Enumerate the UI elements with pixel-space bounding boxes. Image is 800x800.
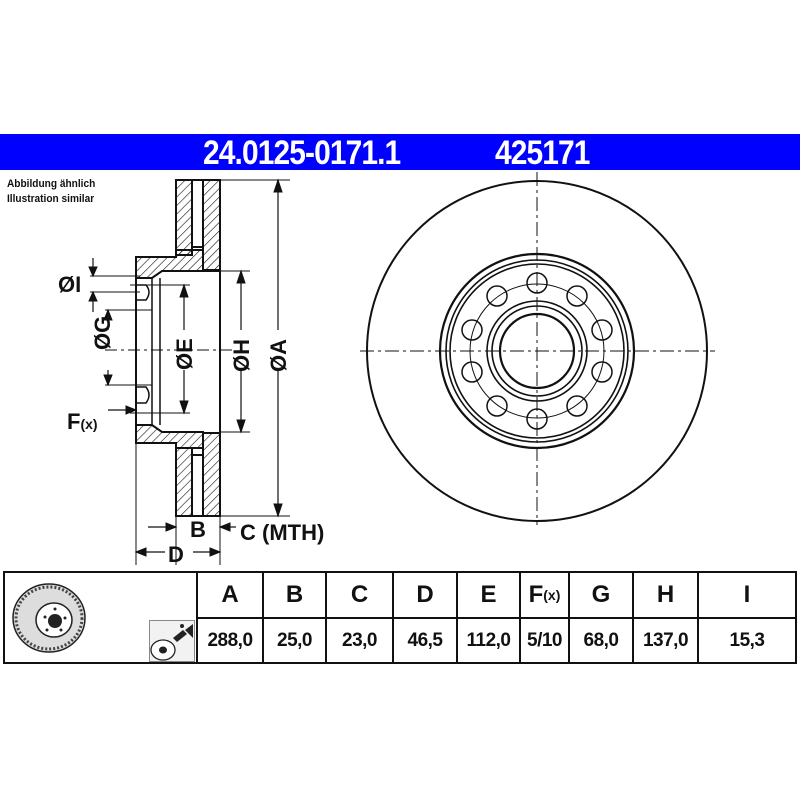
divider (196, 617, 795, 619)
header-E: E (480, 581, 497, 608)
title-banner: 24.0125-0171.1 425171 (0, 134, 800, 172)
bolt-hole-pattern (461, 272, 613, 430)
illustration-note-de: Abbildung ähnlich (7, 178, 96, 190)
icon-cell (5, 573, 196, 662)
header-A: A (221, 581, 239, 608)
value-A: 288,0 (207, 629, 253, 651)
header-B: B (285, 581, 304, 608)
header-D: D (416, 581, 434, 608)
header-F-sub: (x) (543, 587, 561, 603)
value-F: 5/10 (527, 629, 562, 651)
header-H: H (656, 581, 675, 608)
label-C-mth: C (MTH) (240, 520, 325, 545)
label-F-sub: (x) (80, 416, 98, 432)
value-C: 23,0 (342, 629, 377, 651)
label-dia-H: ØH (229, 339, 254, 372)
side-section-view (88, 178, 290, 565)
value-E: 112,0 (466, 629, 512, 651)
label-dia-I: ØI (58, 272, 82, 297)
header-F-main: F (528, 581, 544, 608)
dimensions-table: A B C D E F(x) G H I 288,0 25,0 23,0 46,… (3, 571, 797, 664)
front-view (360, 172, 715, 525)
header-G: G (591, 581, 611, 608)
label-F-main: F (67, 409, 81, 434)
value-B: 25,0 (277, 629, 312, 651)
header-C: C (350, 581, 369, 608)
brake-disc-icon (12, 582, 86, 653)
header-F: F(x) (521, 573, 568, 617)
label-dia-A: ØA (266, 339, 291, 372)
value-H: 137,0 (642, 629, 689, 651)
spray-coating-icon (149, 620, 195, 662)
part-number: 24.0125-0171.1 (203, 134, 401, 172)
label-dia-E: ØE (172, 338, 197, 370)
value-G: 68,0 (583, 629, 619, 651)
label-B: B (190, 517, 206, 542)
label-F: F(x) (67, 409, 98, 435)
value-D: 46,5 (407, 629, 443, 651)
illustration-note-en: Illustration similar (7, 193, 95, 205)
value-I: 15,3 (729, 629, 765, 651)
label-dia-G: ØG (90, 315, 115, 350)
header-I: I (743, 581, 751, 608)
label-D: D (168, 542, 184, 567)
reference-number: 425171 (495, 134, 590, 172)
